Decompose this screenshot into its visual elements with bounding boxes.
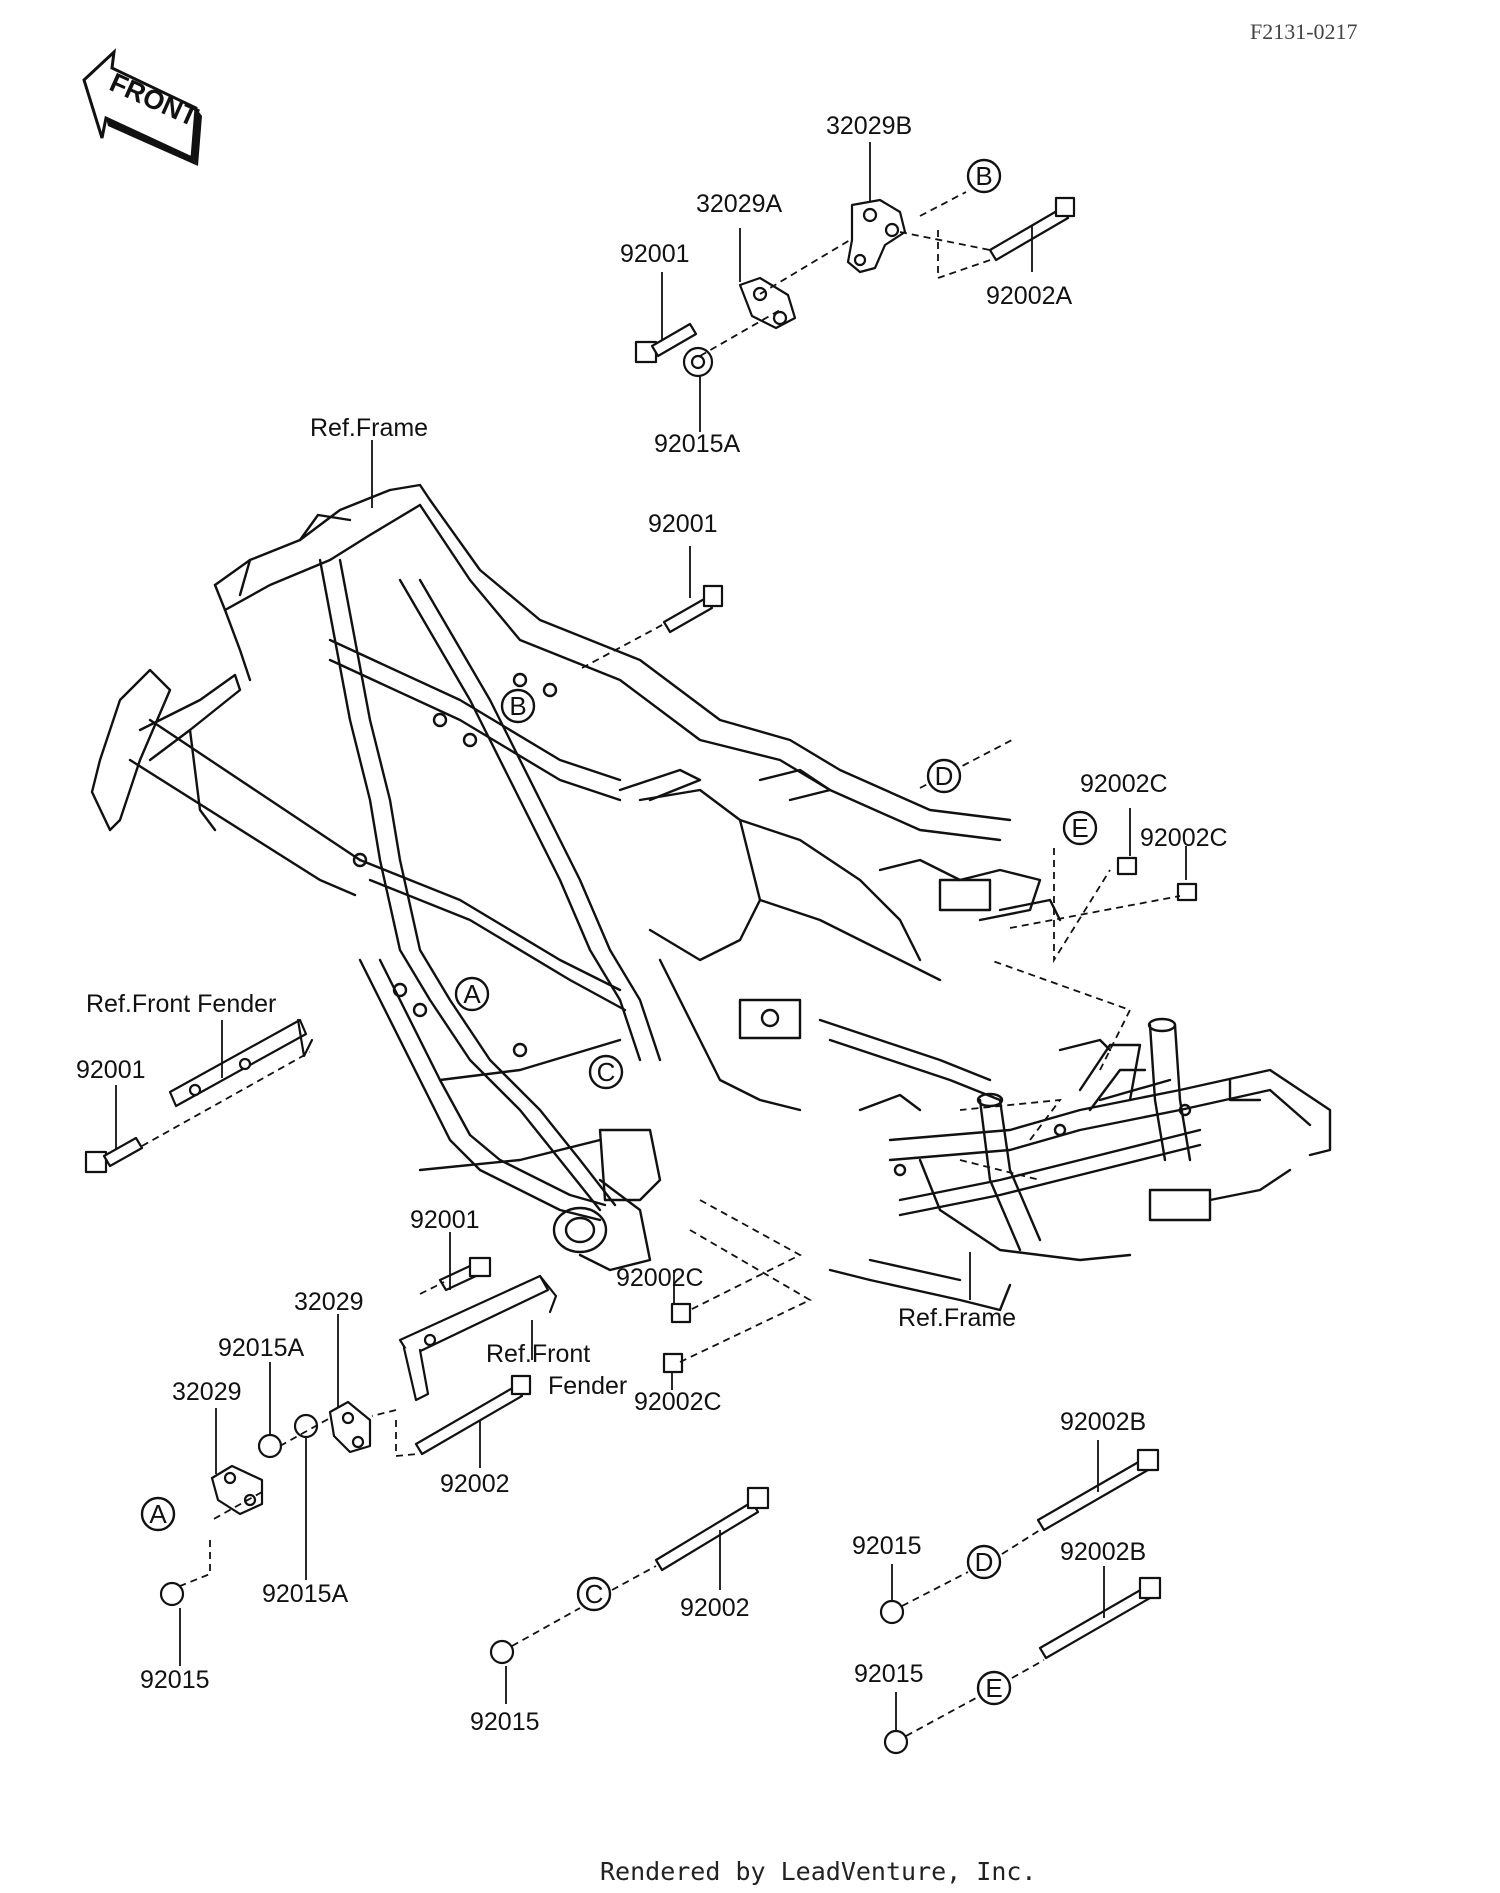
callout-circle-d-lower: D: [966, 1544, 1002, 1580]
flange-bolt-92001-middle: [662, 584, 724, 634]
callout-a-frame-label: A: [463, 979, 481, 1009]
flange-bolt-92001-left: [84, 1136, 144, 1174]
ref-frame-label-bottom: Ref.Frame: [898, 1304, 1016, 1332]
ref-front-fender-label-center-1: Ref.Front: [486, 1340, 590, 1368]
engine-mount-bracket-32029B: [846, 198, 907, 274]
callout-c-frame-label: C: [597, 1057, 616, 1087]
callout-circle-c-frame: C: [588, 1054, 624, 1090]
callout-b-top-label: B: [975, 161, 992, 191]
part-label: 92001: [410, 1206, 480, 1234]
part-label: 92001: [620, 240, 690, 268]
part-label: 92015: [140, 1666, 210, 1694]
callout-c-lower-label: C: [585, 1579, 604, 1609]
callout-circle-c-lower: C: [576, 1576, 612, 1612]
engine-mount-bracket-32029-lower: [210, 1464, 264, 1516]
part-label: 92002B: [1060, 1538, 1146, 1566]
part-label: 92002: [680, 1594, 750, 1622]
part-label: 92015A: [654, 430, 741, 458]
part-label: 92001: [76, 1056, 146, 1084]
callout-b-frame-label: B: [509, 691, 526, 721]
part-label: 92015A: [218, 1334, 305, 1362]
part-label: 92001: [648, 510, 718, 538]
callout-d-lower-label: D: [975, 1547, 994, 1577]
rear-frame-drawing: [828, 1017, 1332, 1312]
part-label: 92002: [440, 1470, 510, 1498]
bolt-92002C-right-a: [1116, 856, 1138, 876]
callout-circle-a-lower: A: [140, 1496, 176, 1532]
bolt-92002-long-lower: [654, 1486, 770, 1572]
callout-circle-d-frame: D: [926, 758, 962, 794]
part-label: 32029B: [826, 112, 912, 140]
part-label: 92002C: [634, 1388, 722, 1416]
callout-circle-e-lower: E: [976, 1670, 1012, 1706]
callout-circle-e-frame: E: [1062, 810, 1098, 846]
nut-92015-right-lower: [883, 1729, 909, 1755]
bolt-92002B-lower: [1038, 1576, 1162, 1660]
nut-92015A-lower-b: [293, 1413, 319, 1439]
engine-mount-bracket-32029-upper: [328, 1400, 372, 1454]
part-label: 92002C: [1140, 824, 1228, 852]
part-label: 92015: [852, 1532, 922, 1560]
bolt-92002C-right-b: [1176, 882, 1198, 902]
part-label: 32029: [172, 1378, 242, 1406]
main-frame-drawing: [90, 483, 1062, 1272]
nut-92015-lower-left: [159, 1581, 185, 1607]
part-label: 32029: [294, 1288, 364, 1316]
flange-nut-92015A-top: [682, 346, 714, 378]
ref-front-fender-label-center-2: Fender: [548, 1372, 627, 1400]
callout-d-frame-label: D: [935, 761, 954, 791]
callout-circle-b-frame: B: [500, 688, 536, 724]
engine-mount-bracket-32029A: [738, 276, 797, 330]
callout-e-frame-label: E: [1071, 813, 1088, 843]
part-label: 92002A: [986, 282, 1073, 310]
leader-lines: [115, 142, 1187, 1737]
part-label: 92002C: [1080, 770, 1168, 798]
nut-92015-right-upper: [879, 1599, 905, 1625]
callout-circle-a-frame: A: [454, 976, 490, 1012]
bolt-92002B-upper: [1036, 1448, 1160, 1532]
nut-92015A-lower-a: [257, 1433, 283, 1459]
drawing-code: F2131-0217: [1250, 19, 1358, 44]
footer-credit: Rendered by LeadVenture, Inc.: [600, 1857, 1037, 1886]
front-arrow: FRONT: [82, 48, 203, 166]
part-label: 92015A: [262, 1580, 349, 1608]
part-label: 92002C: [616, 1264, 704, 1292]
callout-a-lower-label: A: [149, 1499, 167, 1529]
bolt-92002C-center-a: [670, 1302, 692, 1324]
bolt-92002C-center-b: [662, 1352, 684, 1374]
ref-front-fender-label-left: Ref.Front Fender: [86, 990, 276, 1018]
callout-e-lower-label: E: [985, 1673, 1002, 1703]
part-label: 92002B: [1060, 1408, 1146, 1436]
callout-circle-b-top: B: [966, 158, 1002, 194]
flange-bolt-92001-lower: [438, 1256, 492, 1292]
front-fender-bracket-center: [398, 1274, 558, 1402]
front-fender-bracket-left: [168, 1018, 314, 1108]
part-label: 32029A: [696, 190, 783, 218]
part-label: 92015: [470, 1708, 540, 1736]
flange-bolt-92001-top: [634, 322, 698, 364]
part-label: 92015: [854, 1660, 924, 1688]
nut-92015-lower-center: [489, 1639, 515, 1665]
ref-frame-label-top: Ref.Frame: [310, 414, 428, 442]
long-bolt-92002A: [988, 196, 1076, 262]
bolt-92002-center: [414, 1374, 532, 1456]
